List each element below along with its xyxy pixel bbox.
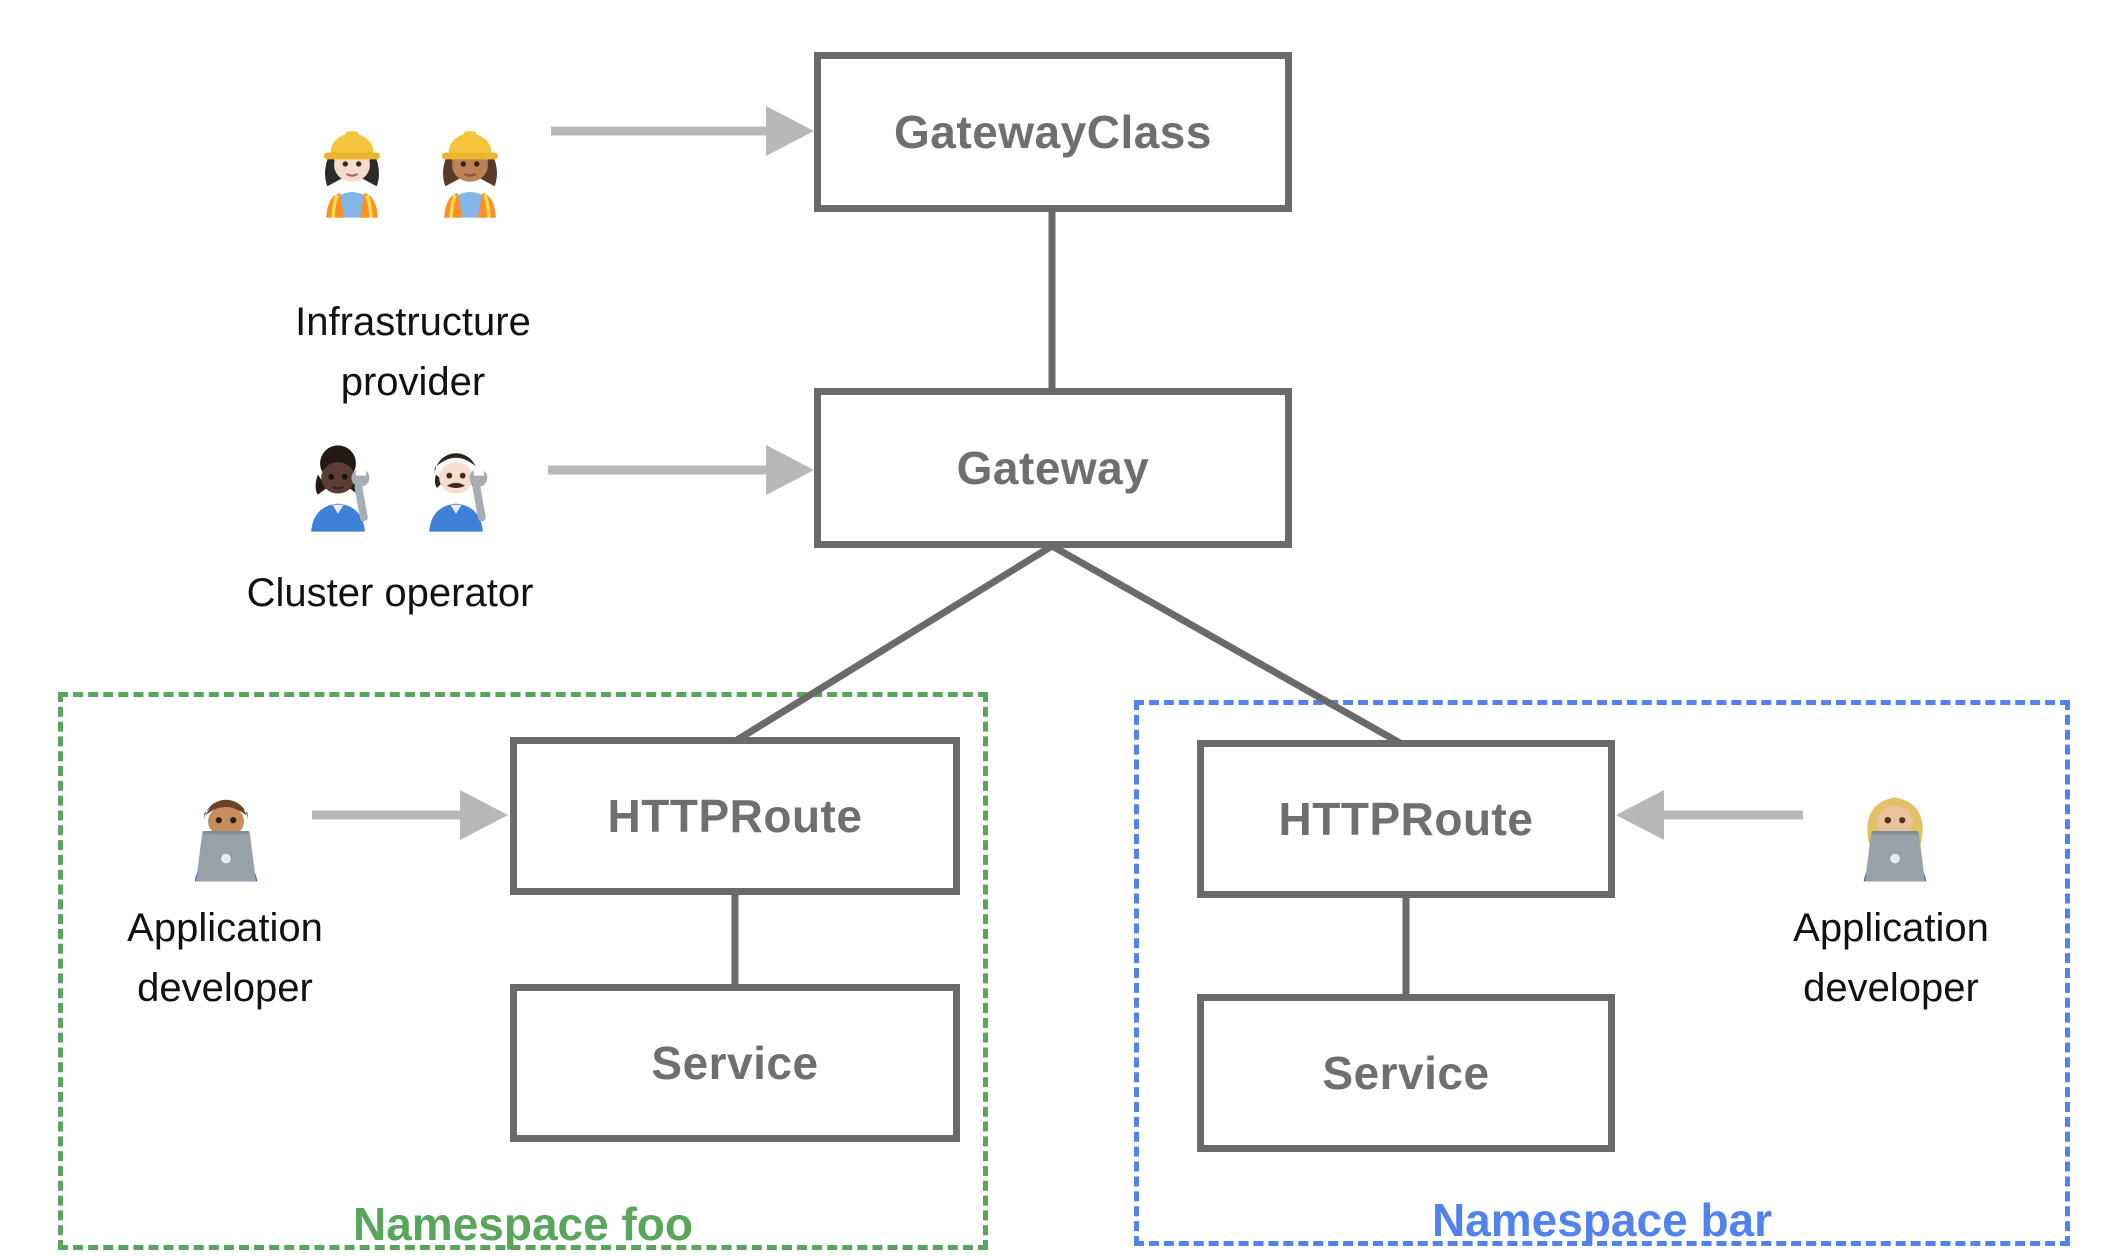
service-bar-node-label: Service	[1322, 1047, 1490, 1099]
woman-construction-worker-light-icon	[324, 131, 380, 218]
app-developer-bar-avatar	[1835, 750, 1955, 900]
service-foo-node: Service	[510, 984, 960, 1142]
namespace-bar-boundary: Namespace bar	[1134, 700, 2070, 1246]
gatewayclass-node: GatewayClass	[814, 52, 1292, 212]
service-foo-node-label: Service	[651, 1037, 819, 1089]
woman-technologist-medium-light-icon	[1863, 797, 1927, 882]
app-developer-bar-label: Application developer	[1793, 906, 1989, 1010]
woman-construction-worker-medium-icon	[442, 131, 498, 218]
man-technologist-medium-icon	[194, 799, 258, 882]
arrow-infrastructure-provider-to-gatewayclass	[551, 106, 814, 156]
httproute-bar-node: HTTPRoute	[1197, 740, 1615, 898]
namespace-foo-boundary: Namespace foo	[58, 692, 988, 1250]
person-mechanic-dark-icon	[311, 445, 370, 532]
httproute-foo-node-label: HTTPRoute	[607, 790, 863, 842]
gateway-node-label: Gateway	[956, 442, 1150, 494]
app-developer-foo-avatar	[166, 750, 286, 900]
namespace-foo-label: Namespace foo	[352, 1198, 693, 1250]
service-bar-node: Service	[1197, 994, 1615, 1152]
httproute-bar-node-label: HTTPRoute	[1278, 793, 1534, 845]
cluster-operator-label: Cluster operator	[246, 571, 534, 615]
man-mechanic-light-icon	[429, 453, 488, 532]
gatewayclass-node-label: GatewayClass	[894, 106, 1212, 158]
httproute-foo-node: HTTPRoute	[510, 737, 960, 895]
infrastructure-provider-label: Infrastructure provider	[295, 300, 531, 404]
cluster-operator-avatars	[282, 406, 512, 552]
namespace-bar-label: Namespace bar	[1431, 1194, 1773, 1246]
arrow-cluster-operator-to-gateway	[548, 445, 814, 495]
infrastructure-provider-avatars	[296, 92, 526, 238]
gateway-node: Gateway	[814, 388, 1292, 548]
app-developer-foo-label: Application developer	[127, 906, 323, 1010]
